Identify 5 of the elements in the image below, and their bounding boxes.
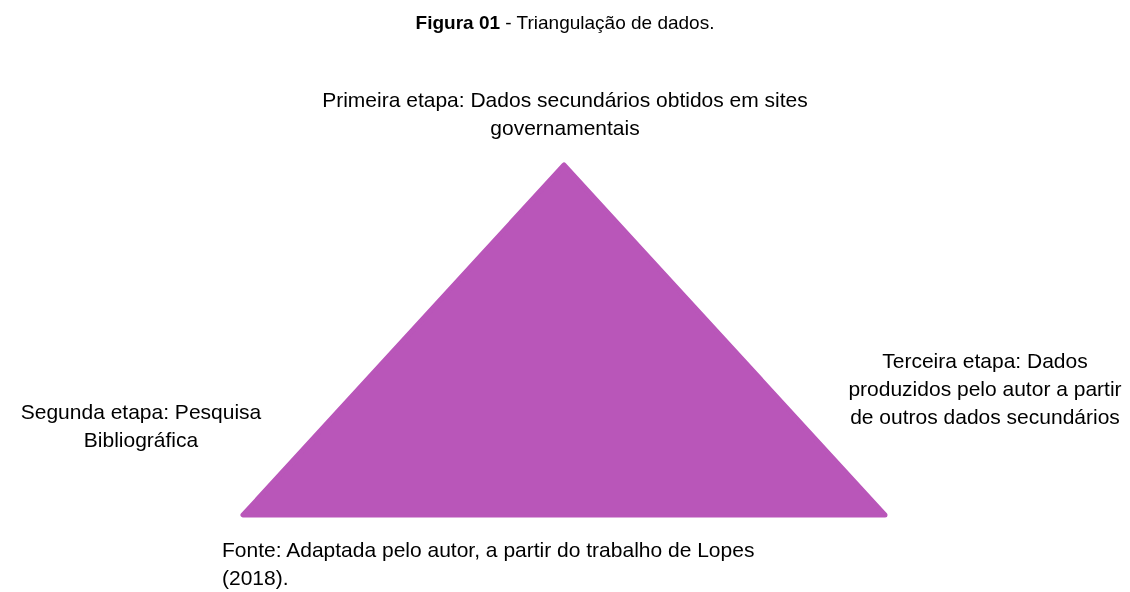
stage-label: Primeira etapa: Dados secundários obtidos em sites governamentais [321, 87, 809, 141]
source-caption: Fonte: Adaptada pelo autor, a partir do trabalho de Lopes (2018). [222, 537, 756, 591]
stage-label: Terceira etapa: Dados produzidos pelo autor a partir de outros dados secundários [847, 348, 1123, 430]
stage-label: Segunda etapa: Pesquisa Bibliográfica [19, 399, 263, 453]
figure-title: Figura 01 - Triangulação de dados. [414, 11, 716, 35]
